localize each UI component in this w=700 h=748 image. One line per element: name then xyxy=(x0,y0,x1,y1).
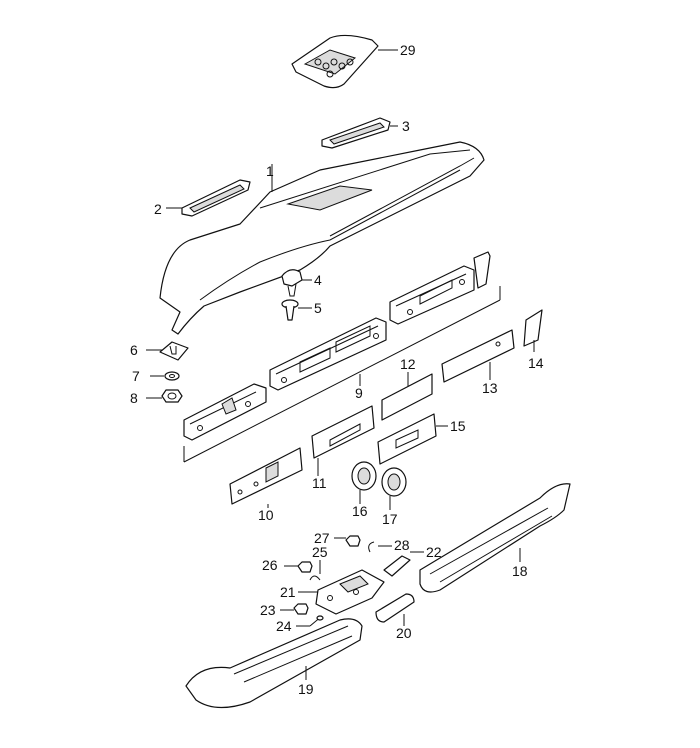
part-26-nut[interactable] xyxy=(284,561,313,573)
callout-10: 10 xyxy=(258,507,274,523)
callout-26: 26 xyxy=(262,557,278,573)
callout-6: 6 xyxy=(130,342,138,358)
part-17-knob[interactable] xyxy=(381,467,407,510)
callout-7: 7 xyxy=(132,368,140,384)
callout-17: 17 xyxy=(382,511,398,527)
part-29-cover-plate[interactable] xyxy=(291,34,398,89)
part-6-bracket[interactable] xyxy=(146,341,189,361)
part-18-knee-pad-right[interactable] xyxy=(419,483,571,593)
callout-12: 12 xyxy=(400,356,416,372)
part-11-switch-panel[interactable] xyxy=(311,405,375,476)
callout-11: 11 xyxy=(312,475,327,491)
callout-2: 2 xyxy=(154,201,162,217)
part-15-bezel[interactable] xyxy=(377,413,448,465)
part-12-plate[interactable] xyxy=(381,372,433,421)
callout-21: 21 xyxy=(280,584,296,600)
callout-1: 1 xyxy=(266,163,274,179)
callout-24: 24 xyxy=(276,618,292,634)
callout-13: 13 xyxy=(482,380,498,396)
part-27-nut[interactable] xyxy=(334,535,361,547)
part-24-screw[interactable] xyxy=(296,615,324,627)
part-5-screw[interactable] xyxy=(281,299,312,321)
callout-23: 23 xyxy=(260,602,276,618)
part-16-knob[interactable] xyxy=(351,461,377,504)
callout-27: 27 xyxy=(314,530,330,546)
part-10-lower-panel[interactable] xyxy=(229,447,303,508)
part-3-vent[interactable] xyxy=(321,117,398,149)
callout-18: 18 xyxy=(512,563,528,579)
part-23-nut[interactable] xyxy=(280,603,309,615)
part-4-clip[interactable] xyxy=(281,269,312,297)
callout-8: 8 xyxy=(130,390,138,406)
callout-19: 19 xyxy=(298,681,314,697)
part-8-nut[interactable] xyxy=(146,389,183,403)
part-21-lock-assembly[interactable] xyxy=(298,569,385,615)
callout-22: 22 xyxy=(426,544,442,560)
part-19-knee-pad-left[interactable] xyxy=(185,618,363,709)
callout-3: 3 xyxy=(402,118,410,134)
part-1-dashboard-padding[interactable] xyxy=(159,141,485,335)
part-7-washer[interactable] xyxy=(150,371,180,381)
callout-labels: 1 2 3 4 5 6 7 8 9 10 11 12 13 14 15 16 1… xyxy=(130,42,544,697)
part-9-trim-strips[interactable] xyxy=(183,251,501,463)
callout-20: 20 xyxy=(396,625,412,641)
callout-4: 4 xyxy=(314,272,322,288)
part-20-handle[interactable] xyxy=(375,593,415,626)
part-28-clip[interactable] xyxy=(368,541,392,553)
part-2-vent[interactable] xyxy=(166,179,251,217)
part-25-spring-clip[interactable] xyxy=(309,560,321,581)
part-14-end-plate[interactable] xyxy=(523,309,543,352)
callout-9: 9 xyxy=(355,385,363,401)
callout-14: 14 xyxy=(528,355,544,371)
callout-16: 16 xyxy=(352,503,368,519)
callout-29: 29 xyxy=(400,42,416,58)
callout-25: 25 xyxy=(312,544,328,560)
callout-5: 5 xyxy=(314,300,322,316)
part-22-catch[interactable] xyxy=(383,551,424,577)
part-13-panel[interactable] xyxy=(441,329,515,383)
callout-15: 15 xyxy=(450,418,466,434)
callout-28: 28 xyxy=(394,537,410,553)
